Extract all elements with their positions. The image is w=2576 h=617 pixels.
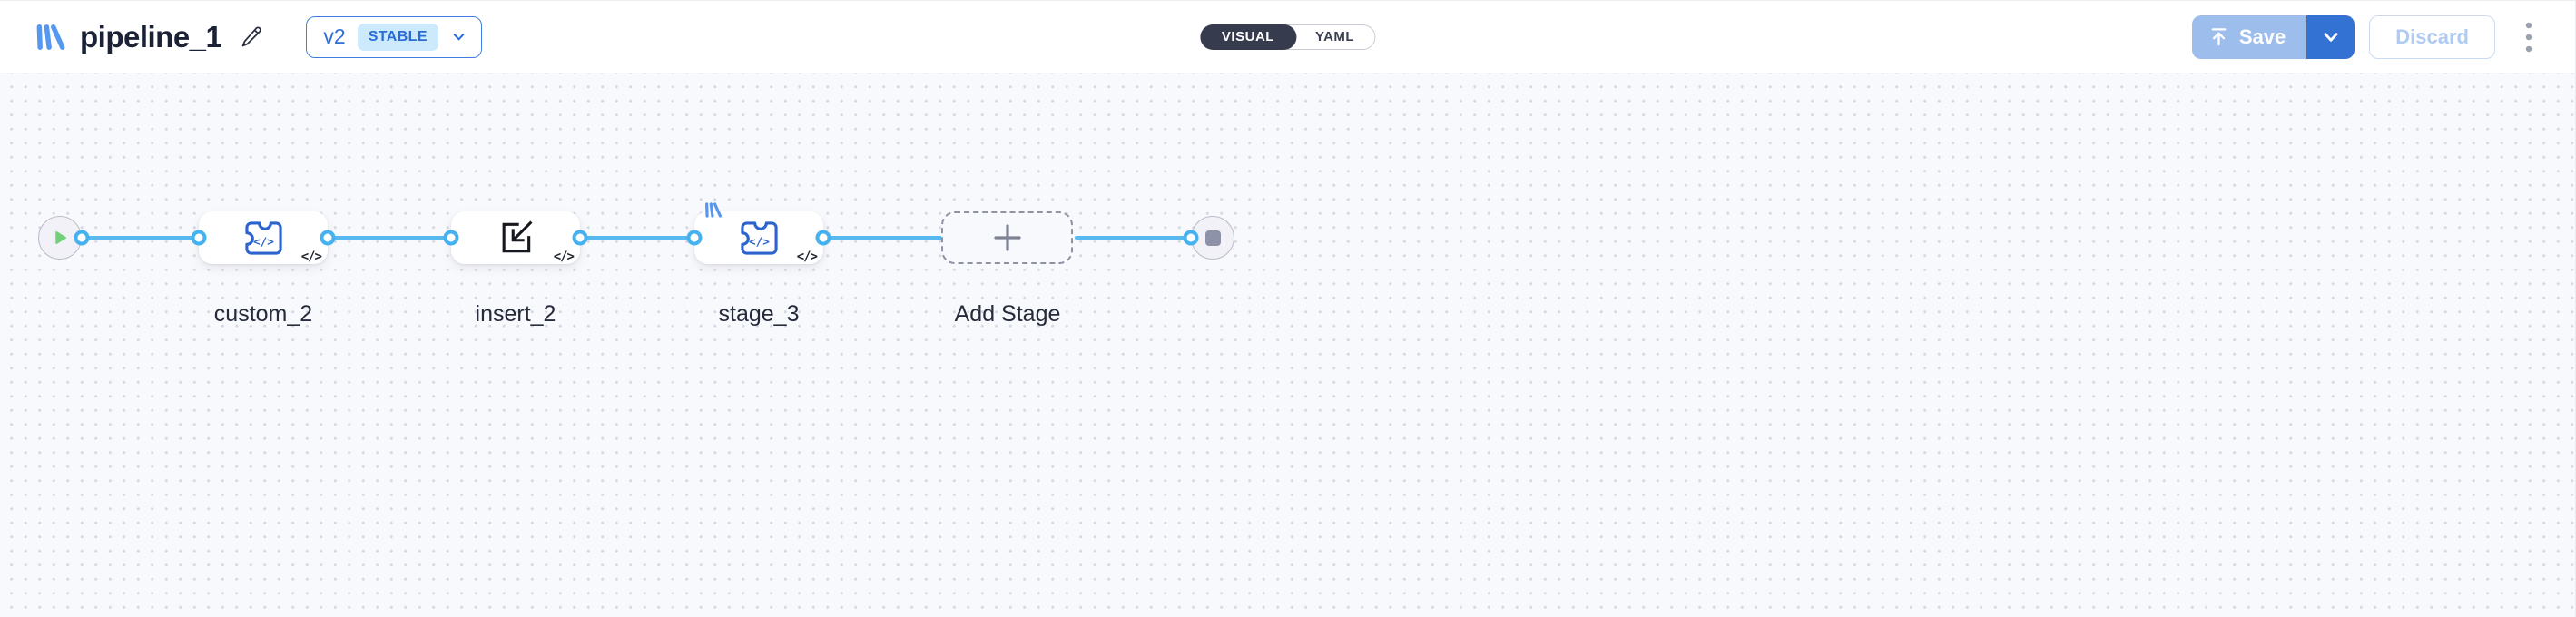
tab-yaml[interactable]: YAML (1295, 25, 1374, 49)
more-options-button[interactable] (2524, 20, 2533, 54)
port-stage3-out[interactable] (815, 230, 831, 246)
save-button[interactable]: Save (2191, 15, 2306, 59)
port-trigger-out[interactable] (74, 230, 90, 246)
version-selector[interactable]: v2 STABLE (306, 15, 482, 58)
edge-insert2-stage3 (580, 236, 694, 240)
add-stage-label: Add Stage (954, 301, 1061, 327)
edge-trigger-custom2 (82, 236, 199, 240)
stage-label-custom_2: custom_2 (213, 301, 313, 327)
code-badge: </> (553, 250, 575, 264)
port-stage3-in[interactable] (686, 230, 703, 246)
plus-icon (993, 224, 1021, 251)
stage-node-custom_2[interactable]: </> </> (199, 211, 328, 264)
box-arrow-in-icon (502, 220, 533, 253)
app-logo-mini-icon (705, 202, 723, 218)
stage-label-insert_2: insert_2 (475, 301, 556, 327)
chevron-down-icon (2324, 32, 2338, 42)
port-custom2-out[interactable] (320, 230, 336, 246)
header: pipeline_1 v2 STABLE VISUAL YAML (0, 1, 2575, 73)
puzzle-code-icon: </> (244, 220, 282, 255)
pipeline-canvas[interactable]: </> </> </> </> (0, 73, 2575, 617)
app-logo-icon (36, 24, 65, 50)
edge-stage3-addstage (823, 236, 944, 240)
stage-node-insert_2[interactable]: </> (451, 211, 580, 264)
page-title: pipeline_1 (80, 19, 222, 54)
pencil-icon (242, 26, 262, 47)
code-badge: </> (796, 250, 818, 264)
play-icon (55, 231, 66, 244)
tab-visual[interactable]: VISUAL (1199, 24, 1296, 50)
edge-custom2-insert2 (328, 236, 451, 240)
save-split-button: Save (2191, 15, 2355, 59)
view-mode-toggle: VISUAL YAML (1199, 24, 1376, 50)
add-stage-button[interactable] (941, 211, 1073, 264)
chevron-down-icon (453, 34, 465, 41)
port-custom2-in[interactable] (191, 230, 207, 246)
save-button-label: Save (2238, 24, 2286, 48)
discard-button[interactable]: Discard (2369, 15, 2495, 59)
stage-node-stage_3[interactable]: </> </> (694, 202, 823, 264)
code-badge: </> (300, 250, 322, 264)
stage-label-stage_3: stage_3 (718, 301, 800, 327)
port-end-in[interactable] (1183, 230, 1199, 246)
puzzle-code-icon: </> (740, 220, 778, 255)
edge-addstage-end (1075, 236, 1191, 240)
header-left: pipeline_1 v2 STABLE (33, 15, 482, 58)
kebab-menu-icon (2525, 22, 2532, 52)
rename-pipeline-button[interactable] (240, 24, 264, 49)
publish-up-arrow-icon (2211, 28, 2227, 46)
version-label: v2 (323, 24, 346, 48)
version-status-badge: STABLE (357, 23, 438, 51)
svg-text:</>: </> (749, 234, 770, 248)
save-options-button[interactable] (2306, 15, 2355, 59)
port-insert2-out[interactable] (572, 230, 588, 246)
port-insert2-in[interactable] (443, 230, 459, 246)
header-actions: Save Discard (2191, 15, 2533, 59)
stop-icon (1204, 230, 1221, 246)
svg-text:</>: </> (253, 234, 274, 248)
